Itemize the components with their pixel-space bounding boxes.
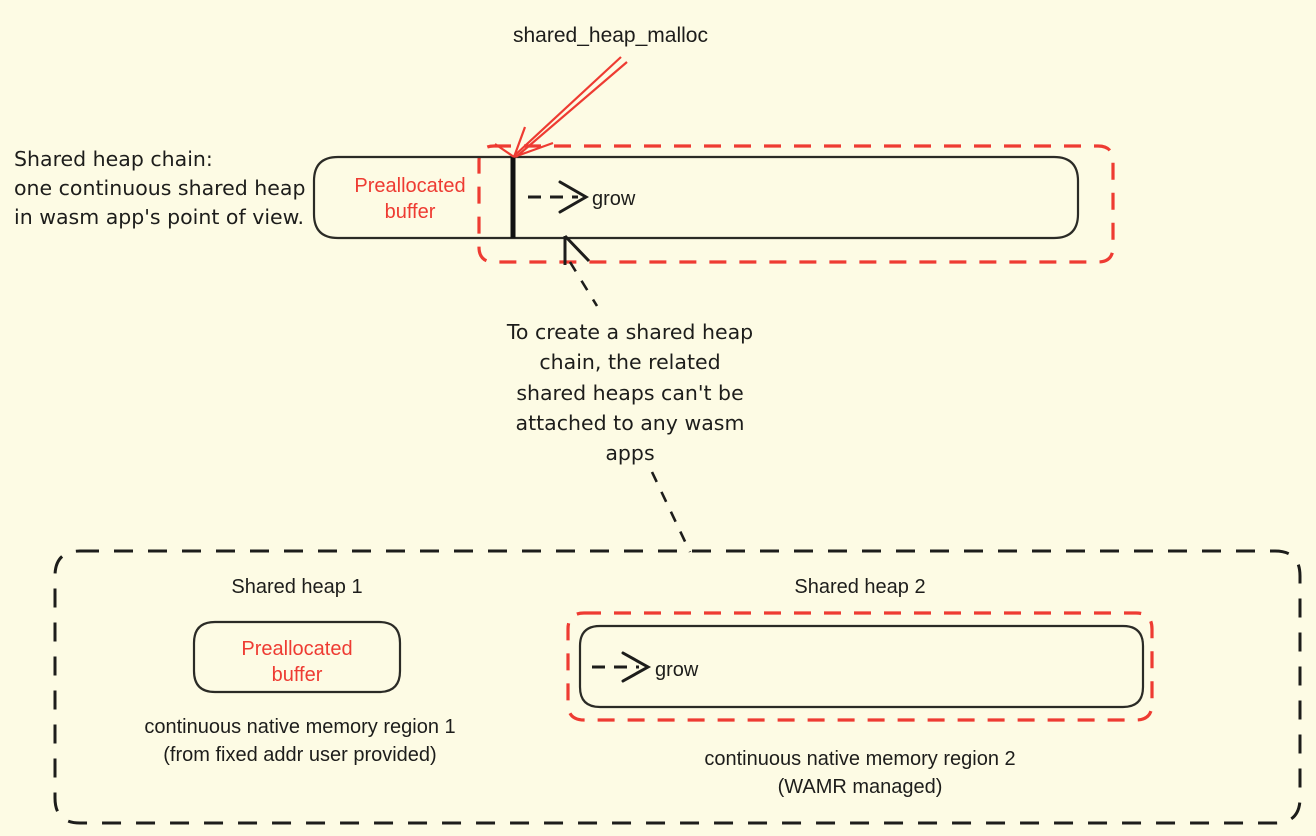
shared-heap-malloc-label: shared_heap_malloc [513, 24, 708, 47]
annotation-to-container-connector [650, 471, 692, 553]
grow-label-bottom: grow [655, 659, 699, 681]
shared-heap-chain-caption: Shared heap chain: one continuous shared… [14, 147, 306, 230]
grow-label-top: grow [592, 188, 636, 210]
preallocated-buffer-label-top: Preallocated buffer [354, 175, 466, 224]
native-memory-container-outline [53, 549, 1302, 825]
shared-heap-2-title: Shared heap 2 [794, 576, 926, 598]
top-heap-outline [312, 155, 1080, 240]
annotation-pointer-arrow [563, 234, 599, 307]
bottom-grow-arrow-icon [592, 651, 652, 683]
top-grow-arrow-icon [528, 180, 590, 214]
preallocated-buffer-label-bottom: Preallocated buffer [241, 638, 353, 687]
shared-heap-1-box [192, 620, 402, 694]
shared-heap-1-title: Shared heap 1 [231, 576, 363, 598]
shared-heap-2-box [578, 624, 1145, 709]
native-memory-region-2-caption: continuous native memory region 2 (WAMR … [704, 748, 1016, 799]
malloc-pointer-arrow [494, 56, 628, 159]
native-memory-region-1-caption: continuous native memory region 1 (from … [144, 716, 456, 767]
shared-heap-chain-annotation: To create a shared heap chain, the relat… [506, 320, 754, 466]
